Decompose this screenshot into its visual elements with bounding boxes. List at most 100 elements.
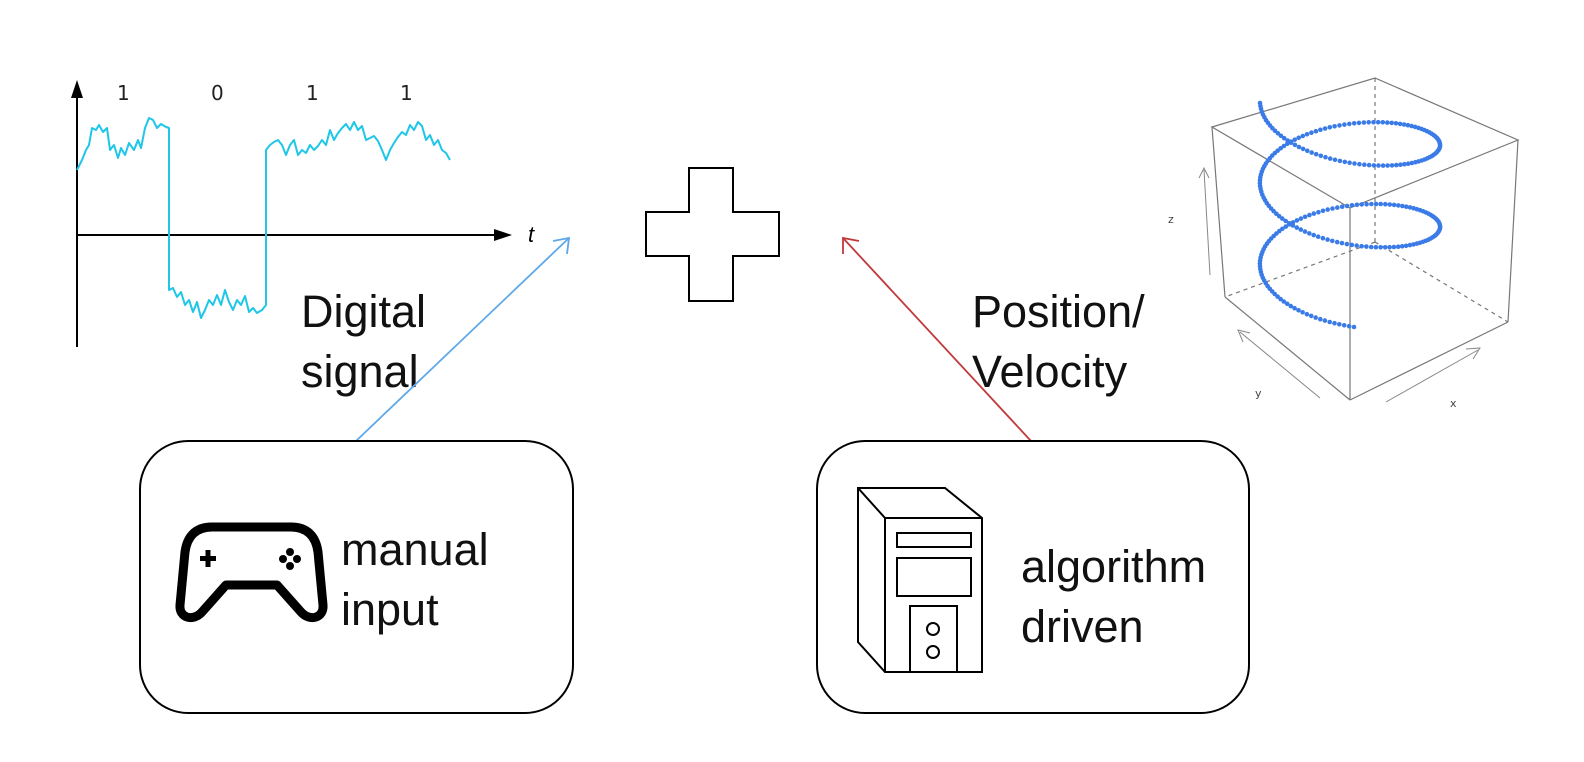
helix-point [1302,214,1308,220]
helix-3d-plot: z y x [1168,77,1520,410]
helix-point [1316,209,1321,215]
helix-point [1366,120,1371,125]
helix-point [1407,205,1413,210]
helix-point [1398,162,1403,167]
helix-point [1327,319,1332,325]
helix-point [1396,203,1401,208]
manual-input-label: manual [341,524,489,575]
helix-point [1351,121,1357,126]
helix-point [1359,243,1364,249]
helix-point [1304,311,1310,317]
helix-point [1318,153,1324,159]
helix-point [1288,303,1294,309]
helix-point [1339,240,1345,246]
helix-point [1385,163,1390,168]
helix-point [1313,128,1319,134]
bit-label: 1 [117,81,130,105]
helix-point [1322,126,1328,131]
helix-point [1385,120,1390,125]
bit-label: 1 [306,81,319,105]
computer-tower-icon [857,487,983,673]
helix-point [1373,244,1379,250]
helix-point [1394,162,1399,168]
helix-point [1302,229,1308,234]
helix-point [1383,201,1388,207]
helix-point [1308,313,1314,319]
helix-point [1359,202,1364,207]
helix-point [1378,201,1383,207]
helix-point [1357,161,1362,167]
helix-point [1280,226,1285,232]
signal-trace [76,117,451,319]
helix-point [1323,154,1328,160]
plot-axis-arrows [1198,166,1481,403]
helix-point [1298,227,1304,232]
helix-point [1313,151,1319,157]
helix-point [1387,202,1393,207]
algorithm-arrow [842,236,1032,442]
helix-point [1286,221,1292,226]
helix-point [1300,146,1306,152]
helix-point [1296,308,1301,313]
y-axis-label: y [1255,387,1262,400]
helix-point [1366,162,1372,168]
x-axis-label: x [1450,397,1457,410]
helix-point [1402,161,1407,167]
digital-signal-label: Digital [301,286,426,337]
algorithm-driven-label: driven [1021,601,1144,652]
helix-point [1337,123,1342,128]
helix-point [1349,242,1355,248]
helix-point [1300,133,1306,139]
bit-label: 0 [211,81,224,105]
helix-point [1364,201,1369,207]
helix-point [1332,124,1337,129]
helix-point [1318,127,1323,133]
helix-point [1405,161,1411,166]
helix-point [1311,232,1316,238]
signal-y-axis-arrowhead [71,80,83,98]
helix-point [1290,223,1296,228]
helix-point [1337,158,1343,164]
helix-point [1304,132,1310,137]
z-axis-label: z [1168,213,1174,226]
helix-point [1387,244,1392,250]
helix-point [1280,216,1285,221]
helix-point [1327,156,1333,161]
helix-point [1257,100,1263,106]
helix-point [1356,120,1362,126]
helix-point [1391,244,1397,250]
helix-point [1351,324,1357,330]
gamepad-icon [175,522,328,623]
helix-point [1347,160,1352,166]
helix-point [1409,123,1414,129]
helix-point [1296,135,1301,141]
manual-input-box: manual input [139,440,574,714]
helix-point [1320,208,1326,214]
helix-point [1330,238,1335,244]
helix-point [1330,206,1335,211]
helix-point [1342,122,1347,127]
helix-point [1404,204,1409,209]
algorithm-driven-label: algorithm [1021,541,1206,592]
helix-point [1284,301,1290,307]
helix-point [1352,161,1357,166]
helix-point [1400,203,1405,209]
helix-point [1373,201,1379,207]
helix-point [1315,234,1321,239]
helix-point [1371,119,1376,125]
time-axis-label: t [528,222,535,247]
helix-point [1283,218,1288,224]
helix-point [1296,144,1302,150]
manual-input-label: input [341,584,439,635]
helix-point [1413,159,1418,165]
helix-point [1283,224,1289,229]
helix-point [1391,202,1397,208]
plus-icon [645,167,780,302]
helix-point [1344,241,1350,247]
helix-point [1344,203,1350,209]
helix-point [1395,244,1401,249]
helix-point [1382,245,1388,250]
helix-point [1305,148,1310,154]
helix-point [1393,121,1399,126]
helix-point [1275,148,1280,153]
